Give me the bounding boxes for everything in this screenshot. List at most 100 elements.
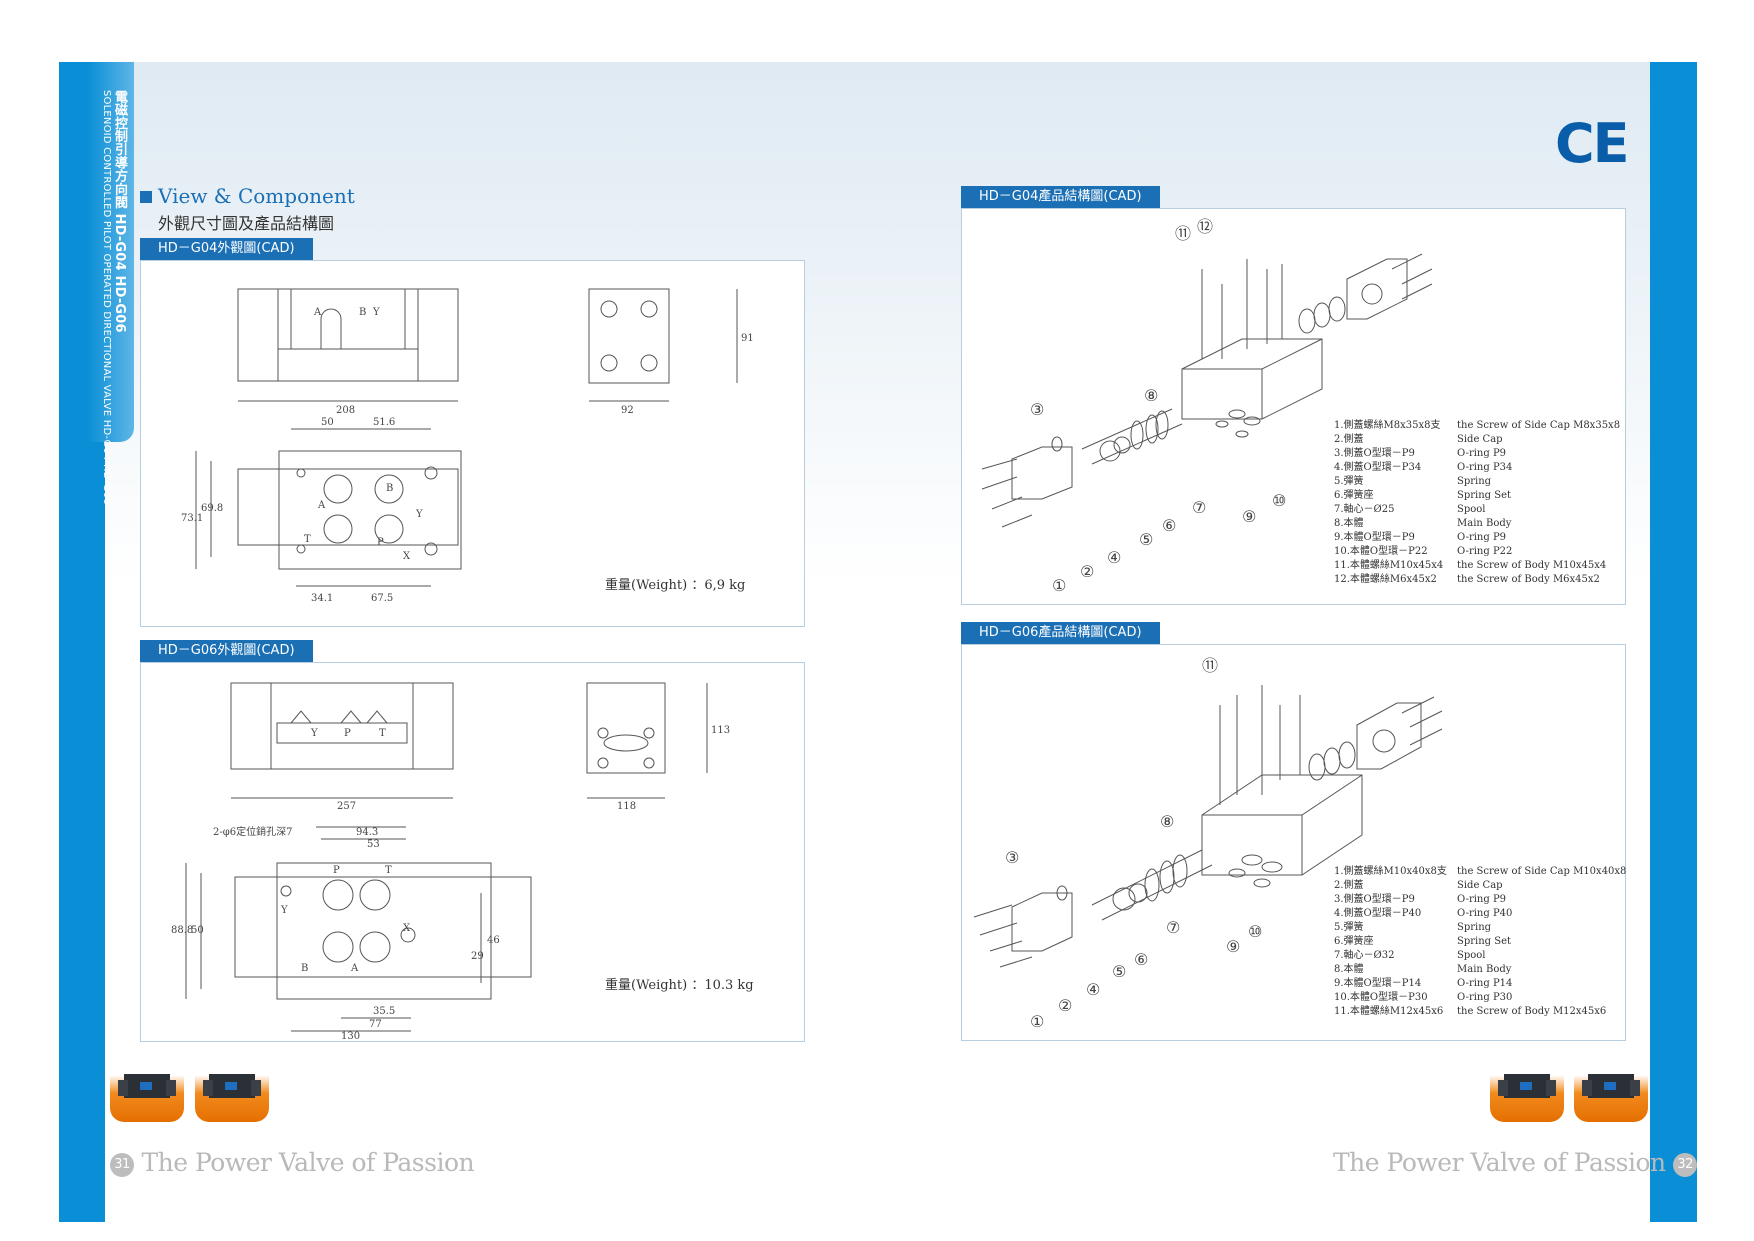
ce-mark-logo: CE	[1555, 112, 1630, 175]
part-name-en: the Screw of Side Cap M10x40x8	[1457, 866, 1627, 877]
part-name-en: Spool	[1457, 950, 1486, 961]
g06-callout-5: ⑤	[1112, 962, 1126, 981]
part-name-zh: 9.本體O型環－P9	[1334, 532, 1415, 543]
parts-list-row: 11.本體螺絲M12x45x6 the Screw of Body M12x45x…	[1334, 1005, 1626, 1019]
g06-weight: 重量(Weight) ：10.3 kg	[605, 978, 754, 993]
product-thumbnail-g06[interactable]	[195, 1050, 269, 1122]
g04-dim-34-1: 34.1	[311, 593, 333, 604]
part-name-en: the Screw of Side Cap M8x35x8	[1457, 420, 1621, 431]
g04-dim-69-8: 69.8	[201, 503, 223, 514]
parts-list-row: 6.彈簧座 Spring Set	[1334, 935, 1626, 949]
part-name-en: Main Body	[1457, 964, 1512, 975]
g06-dim-118: 118	[617, 801, 636, 812]
g04-callout-11: ⑪	[1175, 224, 1191, 243]
part-name-zh: 11.本體螺絲M10x45x4	[1334, 560, 1444, 571]
part-name-zh: 11.本體螺絲M12x45x6	[1334, 1006, 1444, 1017]
g04-callout-10: ⑩	[1272, 491, 1286, 510]
g06-bottom-port-p: P	[333, 865, 340, 876]
part-name-en: Spring Set	[1457, 490, 1512, 501]
g04-bottom-port-a: A	[317, 500, 326, 511]
parts-list-row: 9.本體O型環－P14 O-ring P14	[1334, 977, 1626, 991]
g04-callout-4: ④	[1107, 548, 1121, 567]
g06-callout-7: ⑦	[1166, 918, 1180, 937]
product-thumbnail-g06-right[interactable]	[1574, 1050, 1648, 1122]
part-name-zh: 7.軸心－Ø32	[1334, 950, 1395, 961]
side-tab-en: SOLENOID CONTROLLED PILOT OPERATED DIREC…	[101, 90, 112, 505]
g04-callout-9: ⑨	[1242, 507, 1256, 526]
g04-callout-2: ②	[1080, 562, 1094, 581]
g06-callout-4: ④	[1086, 980, 1100, 999]
part-name-en: O-ring P9	[1457, 532, 1507, 543]
part-name-zh: 8.本體	[1334, 518, 1364, 529]
section-heading: View & Component 外觀尺寸圖及產品結構圖	[140, 184, 355, 234]
g04-bottom-port-b: B	[386, 483, 393, 494]
part-name-en: O-ring P22	[1457, 546, 1513, 557]
g06-structure-badge: HD－G06產品結構圖(CAD)	[961, 622, 1160, 644]
g06-dim-50: 50	[191, 925, 204, 936]
part-name-zh: 2.側蓋	[1334, 880, 1364, 891]
side-tab-text: 電磁控制引導方向閥 HD-G04 HD-G06 SOLENOID CONTROL…	[100, 90, 127, 505]
square-bullet-icon	[140, 191, 152, 203]
parts-list-row: 8.本體 Main Body	[1334, 963, 1626, 977]
g06-dim-130: 130	[341, 1031, 360, 1041]
g06-callout-3: ③	[1005, 848, 1019, 867]
g06-callout-6: ⑥	[1134, 950, 1148, 969]
valve-image-icon	[1498, 1074, 1556, 1098]
g06-dim-88-8: 88.8	[171, 925, 193, 936]
footer-slogan-left: The Power Valve of Passion	[141, 1148, 475, 1177]
side-tab-zh: 電磁控制引導方向閥 HD-G04 HD-G06	[112, 90, 127, 333]
part-name-en: Spring Set	[1457, 936, 1512, 947]
part-name-zh: 6.彈簧座	[1334, 490, 1374, 501]
part-name-en: O-ring P9	[1457, 448, 1507, 459]
g06-dim-113: 113	[711, 725, 730, 736]
g04-port-a-label: A	[313, 307, 322, 318]
footer-left: 31 The Power Valve of Passion	[110, 1148, 475, 1177]
part-name-en: O-ring P9	[1457, 894, 1507, 905]
g04-exploded-drawing: ① ② ③ ④ ⑤ ⑥ ⑦ ⑧ ⑨ ⑩ ⑪ ⑫	[981, 217, 1433, 595]
part-name-zh: 2.側蓋	[1334, 434, 1364, 445]
g04-bottom-port-t: T	[304, 534, 311, 545]
g04-appearance-drawing: A B Y 208 92 91 50 51.6 73.1 69.8 34.1 6…	[181, 288, 754, 604]
g06-port-t-label: T	[379, 728, 386, 739]
product-thumbnail-g04-right[interactable]	[1490, 1050, 1564, 1122]
g04-callout-6: ⑥	[1162, 516, 1176, 535]
part-name-zh: 4.側蓋O型環－P34	[1334, 462, 1422, 473]
g06-bottom-port-y: Y	[280, 905, 288, 916]
g04-dim-51-6: 51.6	[373, 417, 395, 428]
g06-dim-94-3: 94.3	[356, 827, 378, 838]
g06-bottom-port-x: X	[403, 923, 411, 934]
g06-dim-29: 29	[471, 951, 484, 962]
section-title-en: View & Component	[158, 184, 355, 208]
product-thumbnail-g04[interactable]	[110, 1050, 184, 1122]
part-name-zh: 4.側蓋O型環－P40	[1334, 908, 1422, 919]
valve-image-icon	[118, 1074, 176, 1098]
part-name-zh: 10.本體O型環－P22	[1334, 546, 1428, 557]
part-name-zh: 6.彈簧座	[1334, 936, 1374, 947]
part-name-zh: 9.本體O型環－P14	[1334, 978, 1422, 989]
g04-structure-badge: HD－G04產品結構圖(CAD)	[961, 186, 1160, 208]
valve-image-icon	[203, 1074, 261, 1098]
g06-appearance-badge: HD－G06外觀圖(CAD)	[140, 640, 313, 662]
part-name-en: O-ring P14	[1457, 978, 1513, 989]
g06-bottom-port-a: A	[350, 963, 359, 974]
part-name-en: the Screw of Body M6x45x2	[1457, 574, 1600, 585]
g04-callout-7: ⑦	[1192, 498, 1206, 517]
parts-list-row: 2.側蓋 Side Cap	[1334, 433, 1620, 447]
g04-dim-91: 91	[741, 333, 754, 344]
footer-right: The Power Valve of Passion 32	[1333, 1148, 1698, 1177]
part-name-en: Side Cap	[1457, 434, 1503, 445]
g04-appearance-panel: A B Y 208 92 91 50 51.6 73.1 69.8 34.1 6…	[140, 260, 805, 627]
g04-appearance-badge: HD－G04外觀圖(CAD)	[140, 238, 313, 260]
part-name-en: the Screw of Body M12x45x6	[1457, 1006, 1607, 1017]
g06-callout-8: ⑧	[1160, 812, 1174, 831]
part-name-zh: 8.本體	[1334, 964, 1364, 975]
part-name-en: Main Body	[1457, 518, 1512, 529]
